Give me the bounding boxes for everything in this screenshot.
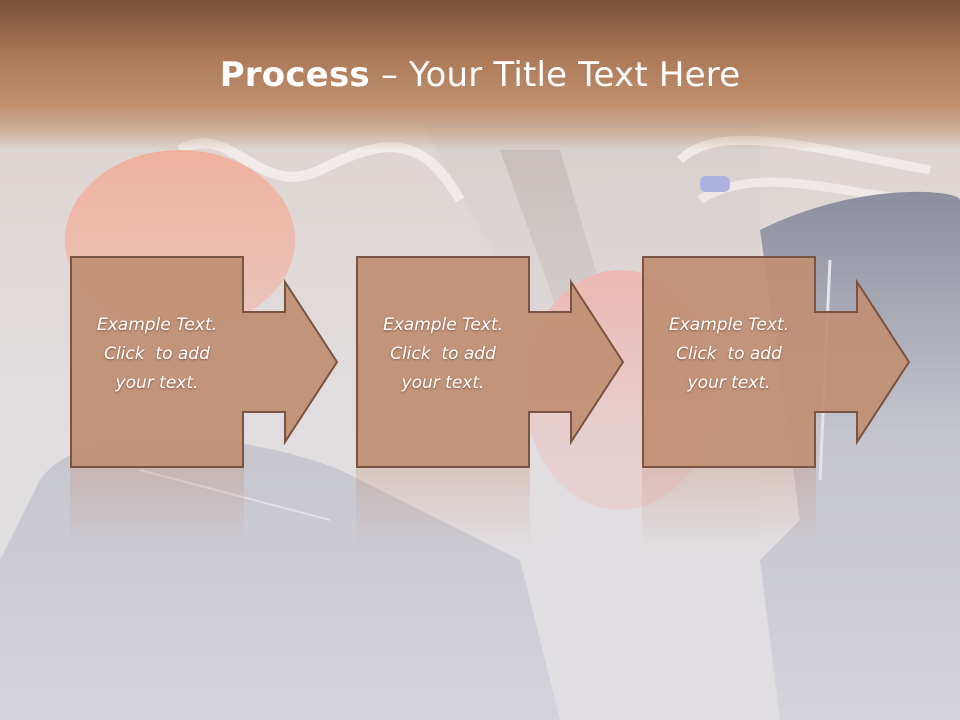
process-step-3[interactable]: Example Text. Click to add your text.: [642, 256, 912, 468]
arrow-callout-shape: [70, 256, 339, 468]
step-1-line-3: your text.: [115, 373, 199, 393]
step-2-reflection: [356, 468, 530, 548]
title-bold: Process: [219, 55, 370, 95]
title-band: [0, 0, 960, 150]
step-1-line-1: Example Text.: [96, 315, 218, 335]
arrow-callout-shape: [642, 256, 911, 468]
step-3-line-1: Example Text.: [668, 315, 790, 335]
step-3-line-3: your text.: [687, 373, 771, 393]
step-2-line-1: Example Text.: [382, 315, 504, 335]
step-2-text[interactable]: Example Text. Click to add your text.: [364, 311, 522, 398]
step-3-text[interactable]: Example Text. Click to add your text.: [650, 311, 808, 398]
step-3-line-2: Click to add: [676, 344, 782, 364]
title-rest: – Your Title Text Here: [369, 55, 741, 95]
step-2-line-2: Click to add: [390, 344, 496, 364]
step-2-line-3: your text.: [401, 373, 485, 393]
step-1-line-2: Click to add: [104, 344, 210, 364]
process-step-2[interactable]: Example Text. Click to add your text.: [356, 256, 626, 468]
slide-title[interactable]: Process – Your Title Text Here: [0, 55, 960, 95]
step-1-text[interactable]: Example Text. Click to add your text.: [78, 311, 236, 398]
step-3-reflection: [642, 468, 816, 548]
process-step-1[interactable]: Example Text. Click to add your text.: [70, 256, 340, 468]
arrow-callout-shape: [356, 256, 625, 468]
step-1-reflection: [70, 468, 244, 548]
